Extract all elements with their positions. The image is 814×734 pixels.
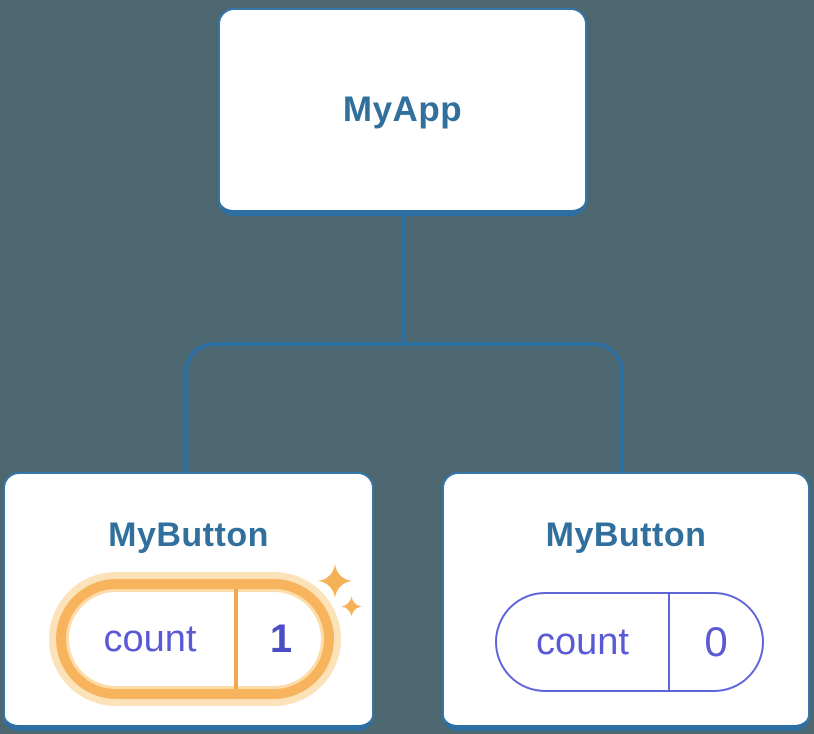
sparkle-icon bbox=[341, 596, 362, 617]
connector-root-stub bbox=[401, 213, 405, 344]
state-value-right: 0 bbox=[704, 618, 728, 665]
state-value-left: 1 bbox=[269, 616, 293, 661]
state-key-left: count bbox=[103, 617, 197, 660]
state-pill-highlighted: count 1 bbox=[56, 579, 334, 699]
state-pill-divider bbox=[668, 594, 670, 690]
child-component-label-right: MyButton bbox=[545, 516, 707, 554]
child-component-label-left: MyButton bbox=[108, 516, 269, 554]
state-pill-plain: count 0 bbox=[495, 592, 764, 692]
connector-branch-bracket bbox=[184, 342, 624, 473]
sparkle-icon bbox=[318, 564, 352, 598]
state-key-right: count bbox=[536, 620, 629, 663]
root-component-label: MyApp bbox=[342, 90, 463, 129]
child-component-card-left: MyButton count 1 bbox=[3, 472, 374, 731]
child-component-card-right: MyButton count 0 bbox=[442, 472, 810, 731]
root-component-card: MyApp bbox=[218, 8, 587, 216]
state-pill-divider bbox=[234, 589, 238, 689]
